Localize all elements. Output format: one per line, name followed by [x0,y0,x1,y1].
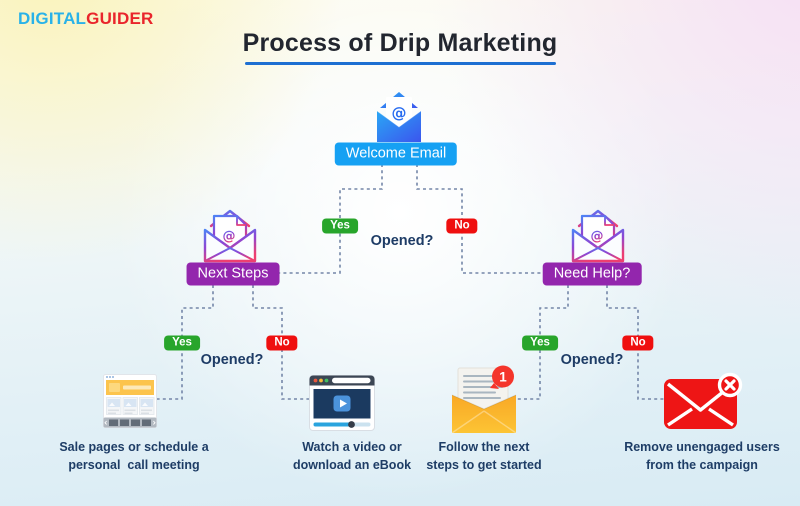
logo-text-digital: DIGITAL [18,9,87,28]
play-triangle [340,399,347,408]
blue-open-envelope-at-icon: @ [376,92,422,142]
progress-fill [313,422,352,427]
node-welcome-email: Welcome Email [334,142,458,166]
thumbnail-cards [106,397,155,415]
outcome-caption-sale-pages: Sale pages or schedule a personal call m… [59,440,209,473]
remove-badge [717,372,743,398]
decision1-no-badge: No [446,218,478,234]
node-need-help: Need Help? [542,262,642,286]
envelope-pocket [452,395,516,433]
address-bar [332,377,371,384]
gradient-open-envelope-at-icon: @ [571,209,625,263]
outcome-caption-remove-users: Remove unengaged users from the campaign [624,440,780,473]
decision2-no-badge: No [266,335,298,351]
decision1-yes-badge: Yes [322,218,358,234]
decision2-yes-badge: Yes [164,335,200,351]
notification-count: 1 [499,370,507,385]
node-next-steps: Next Steps [186,262,280,286]
outcome-caption-next-steps: Follow the next steps to get started [426,440,542,473]
envelope-pocket [571,228,625,263]
at-symbol: @ [591,229,604,244]
notification-badge: 1 [490,365,514,389]
logo-text-guider: GUIDER [86,9,154,28]
at-symbol: @ [392,104,407,122]
gradient-open-envelope-at-icon: @ [203,209,257,263]
outcome-caption-video-ebook: Watch a video or download an eBook [292,440,412,473]
decision3-no-badge: No [622,335,654,351]
letter [386,97,412,128]
title-underline [245,62,556,65]
video-player-icon [309,375,375,431]
decision1-question: Opened? [370,233,434,249]
envelope-pocket [377,111,421,142]
open-mail-notification-icon: 1 [451,365,517,434]
decision3-question: Opened? [560,352,624,368]
x-mark [724,379,736,391]
decision3-yes-badge: Yes [522,335,558,351]
page-title: Process of Drip Marketing [242,29,558,57]
playhead [348,421,355,428]
envelope-pocket [203,228,257,263]
decision2-question: Opened? [200,352,264,368]
webpage-icon [103,374,157,428]
digitalguider-logo: DIGITALGUIDER [18,9,153,29]
at-symbol: @ [223,229,236,244]
blocked-mail-icon [664,372,743,429]
